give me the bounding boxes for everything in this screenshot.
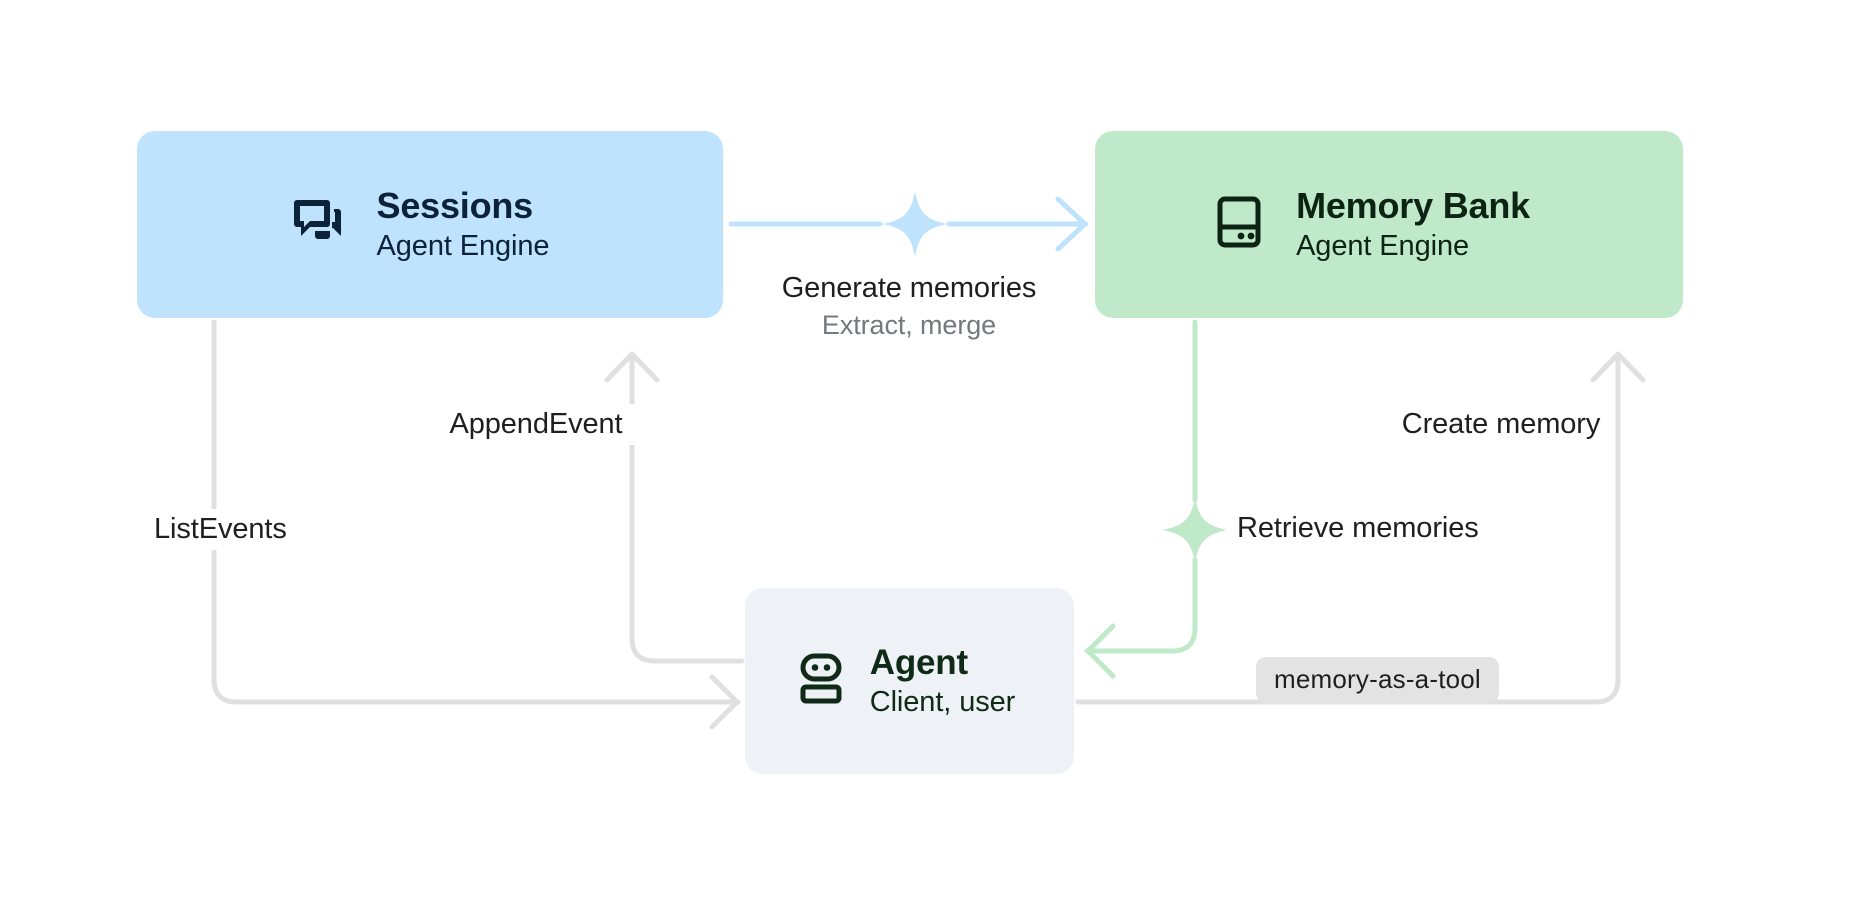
memory-bank-icon <box>1212 194 1266 255</box>
edge-label-list-events: ListEvents <box>140 509 301 551</box>
edge-append-event <box>604 351 745 664</box>
sparkle-icon <box>882 191 948 257</box>
edge-label-create-memory: Create memory <box>1387 404 1615 446</box>
chat-bubbles-icon <box>291 194 347 255</box>
node-sessions[interactable]: Sessions Agent Engine <box>137 131 723 318</box>
node-memory-bank[interactable]: Memory Bank Agent Engine <box>1095 131 1683 318</box>
edge-retrieve-memories <box>1084 319 1198 679</box>
robot-icon <box>796 651 846 710</box>
node-sessions-subtitle: Agent Engine <box>376 229 550 262</box>
badge-memory-as-a-tool: memory-as-a-tool <box>1256 657 1499 703</box>
edge-generate-memories <box>728 196 1089 252</box>
edge-label-retrieve-memories: Retrieve memories <box>1225 508 1491 550</box>
node-sessions-title: Sessions <box>376 184 534 226</box>
edge-label-append-event: AppendEvent <box>437 404 635 446</box>
edge-label-generate-memories: Generate memories <box>771 272 1047 306</box>
sparkle-icon <box>1162 497 1228 563</box>
node-memory-bank-subtitle: Agent Engine <box>1296 229 1470 262</box>
node-agent-title: Agent <box>869 642 968 682</box>
edge-sublabel-extract-merge: Extract, merge <box>811 310 1007 342</box>
node-memory-bank-title: Memory Bank <box>1296 184 1530 226</box>
node-agent[interactable]: Agent Client, user <box>745 588 1074 774</box>
node-agent-subtitle: Client, user <box>869 685 1016 718</box>
